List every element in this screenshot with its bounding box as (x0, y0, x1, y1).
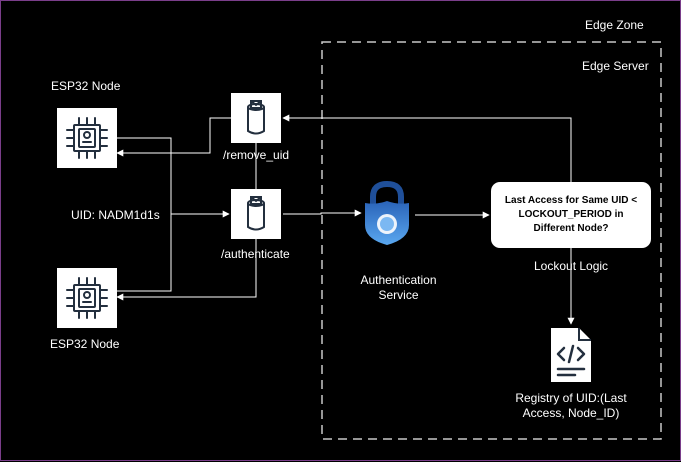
top-node-to-authenticate-arrow (117, 137, 230, 218)
remove-uid-label: /remove_uid (223, 148, 290, 162)
authenticate-to-service-arrow (283, 209, 362, 217)
remove-uid-topic[interactable] (231, 93, 281, 143)
esp32-node-top-label: ESP32 Node (51, 79, 121, 93)
chip-icon (66, 117, 108, 159)
esp32-node-bottom[interactable] (57, 268, 117, 328)
code-file-icon[interactable] (547, 326, 595, 384)
authenticate-label: /authenticate (221, 247, 290, 261)
esp32-node-top[interactable] (57, 108, 117, 168)
registry-label: Registry of UID:(Last Access, Node_ID) (515, 391, 627, 420)
bottom-node-to-authenticate-line (117, 214, 172, 292)
lockout-condition-text: Last Access for Same UID < LOCKOUT_PERIO… (504, 195, 638, 234)
message-queue-icon (247, 100, 265, 135)
message-queue-icon (247, 196, 265, 231)
auth-service-label: Authentication Service (360, 273, 437, 302)
uid-label: UID: NADM1d1s (71, 208, 160, 222)
lockout-logic-label: Lockout Logic (534, 259, 609, 273)
edge-server-boundary (321, 41, 662, 440)
authenticate-topic[interactable] (231, 189, 281, 239)
edge-zone-label: Edge Zone (585, 18, 644, 32)
edge-server-label: Edge Server (582, 59, 649, 73)
esp32-node-bottom-label: ESP32 Node (50, 337, 120, 351)
remove-to-top-node-arrow (116, 117, 231, 157)
lock-shield-icon[interactable] (357, 181, 417, 247)
lockout-condition-box[interactable]: Last Access for Same UID < LOCKOUT_PERIO… (491, 182, 651, 248)
chip-icon (66, 277, 108, 319)
lockout-to-remove-arrow (282, 114, 572, 182)
